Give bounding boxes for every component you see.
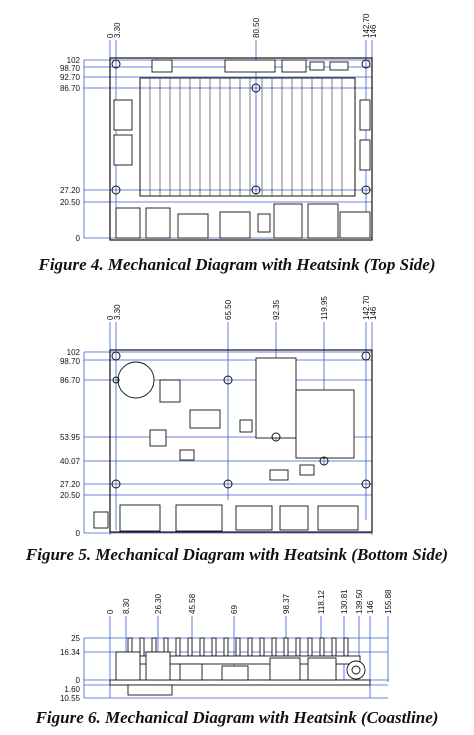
figure-4-diagram: 0 3.30 80.50 142.70 146 102 98.70 92.70 … [60, 13, 378, 243]
fig4-y-tick: 27.20 [60, 186, 81, 195]
fig6-y-tick: 16.34 [60, 648, 81, 657]
fig4-x-tick: 142.70 [362, 13, 371, 38]
fig6-x-tick: 0 [106, 609, 115, 614]
fig4-y-tick: 98.70 [60, 64, 81, 73]
fig4-y-tick: 0 [76, 234, 81, 243]
fig5-y-tick: 40.07 [60, 457, 81, 466]
fig5-x-tick: 142.70 [362, 295, 371, 320]
fig6-y-tick: 0 [76, 676, 81, 685]
figure-6-caption: Figure 6. Mechanical Diagram with Heatsi… [35, 708, 439, 727]
fig6-y-tick: 1.60 [64, 685, 80, 694]
fig6-y-tick: 10.55 [60, 694, 81, 703]
figure-5-diagram: 0 3.30 65.50 92.35 119.95 142.70 146 102… [60, 295, 378, 538]
fig5-x-tick: 65.50 [224, 299, 233, 320]
fig6-x-tick: 130.81 [340, 589, 349, 614]
fig4-y-tick: 20.50 [60, 198, 81, 207]
fig5-x-tick: 3.30 [113, 304, 122, 320]
fig6-y-tick: 25 [71, 634, 80, 643]
fig5-y-tick: 102 [67, 348, 81, 357]
fig6-x-tick: 69 [230, 605, 239, 614]
fig5-y-tick: 27.20 [60, 480, 81, 489]
fig6-x-tick: 139.50 [355, 589, 364, 614]
fig6-x-tick: 118.12 [317, 590, 326, 614]
fig4-x-tick: 3.30 [113, 22, 122, 38]
fig6-x-tick: 45.58 [188, 593, 197, 614]
fig5-y-tick: 20.50 [60, 491, 81, 500]
fig6-x-tick: 8.30 [122, 598, 131, 614]
fig4-y-tick: 86.70 [60, 84, 81, 93]
fig6-x-tick: 146 [366, 600, 375, 614]
figure-6-diagram: 0 8.30 26.30 45.58 69 98.37 118.12 130.8… [60, 589, 393, 703]
fig4-x-tick: 0 [106, 33, 115, 38]
fig5-y-tick: 0 [76, 529, 81, 538]
fig5-x-tick: 92.35 [272, 299, 281, 320]
fig6-x-tick: 26.30 [154, 593, 163, 614]
fig4-x-tick: 80.50 [252, 17, 261, 38]
fig5-x-tick: 146 [369, 306, 378, 320]
fig5-y-tick: 53.95 [60, 433, 81, 442]
figure-5-caption: Figure 5. Mechanical Diagram with Heatsi… [25, 545, 449, 564]
fig5-y-tick: 98.70 [60, 357, 81, 366]
fig6-x-tick: 155.88 [384, 589, 393, 614]
fig5-x-tick: 119.95 [320, 296, 329, 320]
fig5-x-tick: 0 [106, 315, 115, 320]
fig4-y-tick: 92.70 [60, 73, 81, 82]
fig4-y-tick: 102 [67, 56, 81, 65]
figure-4-caption: Figure 4. Mechanical Diagram with Heatsi… [38, 255, 436, 274]
fig6-x-tick: 98.37 [282, 593, 291, 614]
fig4-x-tick: 146 [369, 24, 378, 38]
fig5-y-tick: 86.70 [60, 376, 81, 385]
